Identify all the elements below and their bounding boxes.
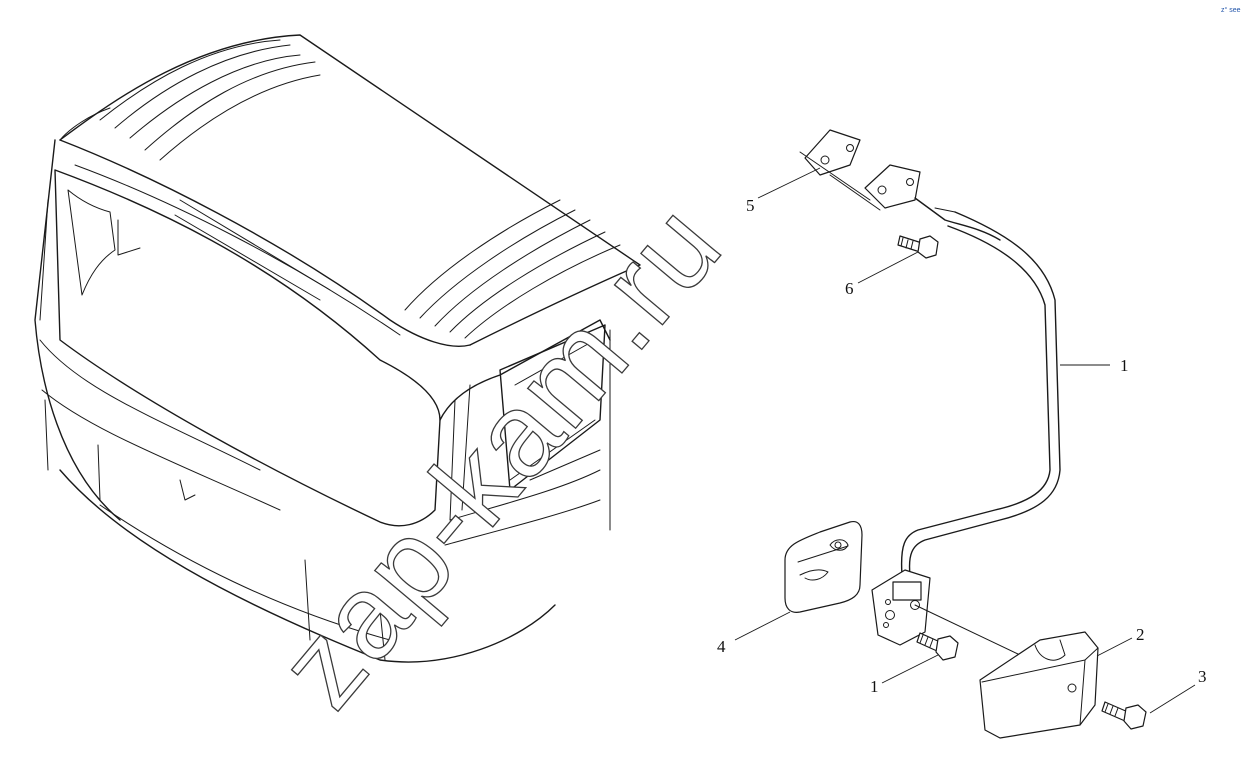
end-cap: [979, 631, 1099, 739]
callout-6: 6: [845, 279, 854, 298]
mirror-pad: [784, 520, 863, 613]
lower-bracket: [871, 569, 1021, 656]
callout-1-rod: 1: [1120, 356, 1129, 375]
truck-cab: [34, 34, 641, 663]
upper-hinge-bracket: [799, 129, 1001, 241]
callout-1-bolt: 1: [870, 677, 879, 696]
bolt-lower-right: [1101, 701, 1147, 730]
bolt-lower-left: [916, 632, 959, 661]
callout-4: 4: [717, 637, 726, 656]
watermark: zap-kam.ru: [254, 179, 747, 731]
callout-3: 3: [1198, 667, 1207, 686]
mirror-rod: [900, 211, 1061, 576]
leader-lines: [734, 167, 1196, 714]
bolt-upper: [897, 235, 939, 259]
callout-5: 5: [746, 196, 755, 215]
corner-mark: z° see: [1221, 6, 1241, 14]
callout-2: 2: [1136, 625, 1145, 644]
